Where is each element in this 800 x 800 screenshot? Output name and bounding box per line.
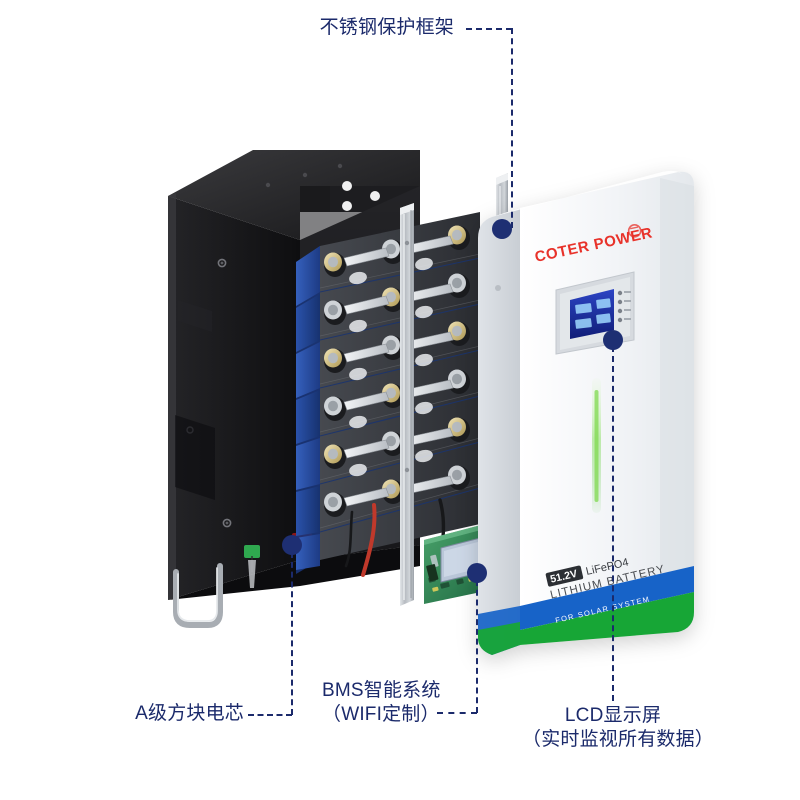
cell-side-faces bbox=[296, 246, 320, 570]
callout-lcd: LCD显示屏 （实时监视所有数据） bbox=[522, 704, 715, 753]
cell-terminals bbox=[324, 225, 470, 517]
marker-bms bbox=[467, 563, 487, 583]
leader-bms-h bbox=[437, 712, 477, 714]
battery-cell-stack bbox=[296, 212, 481, 577]
callout-lcd-line1: LCD显示屏 bbox=[564, 705, 662, 726]
leader-cells-v bbox=[291, 552, 293, 715]
callout-cells-line1: A级方块电芯 bbox=[135, 703, 244, 724]
callout-bms: BMS智能系统 （WIFI定制） bbox=[322, 679, 452, 728]
leader-frame-v bbox=[511, 28, 513, 228]
callout-frame-line1: 不锈钢保护框架 bbox=[319, 17, 454, 38]
leader-bms-v bbox=[476, 580, 478, 713]
callout-lcd-line2: （实时监视所有数据） bbox=[522, 729, 715, 751]
marker-cells bbox=[282, 535, 302, 555]
callout-bms-line1: BMS智能系统 bbox=[322, 680, 441, 701]
leader-frame-h bbox=[466, 28, 512, 30]
leader-cells-h bbox=[248, 714, 292, 716]
battery-shell: COTER POWER bbox=[478, 170, 694, 655]
busbars bbox=[343, 235, 454, 507]
callout-bms-line2: （WIFI定制） bbox=[322, 704, 440, 726]
leader-lcd-v bbox=[612, 346, 614, 701]
callout-frame: 不锈钢保护框架 bbox=[286, 16, 454, 40]
marker-frame bbox=[492, 219, 512, 239]
lcd-indicators bbox=[617, 290, 631, 323]
callout-cells: A级方块电芯 bbox=[86, 702, 244, 726]
marker-lcd bbox=[603, 330, 623, 350]
carry-handle bbox=[173, 563, 223, 628]
